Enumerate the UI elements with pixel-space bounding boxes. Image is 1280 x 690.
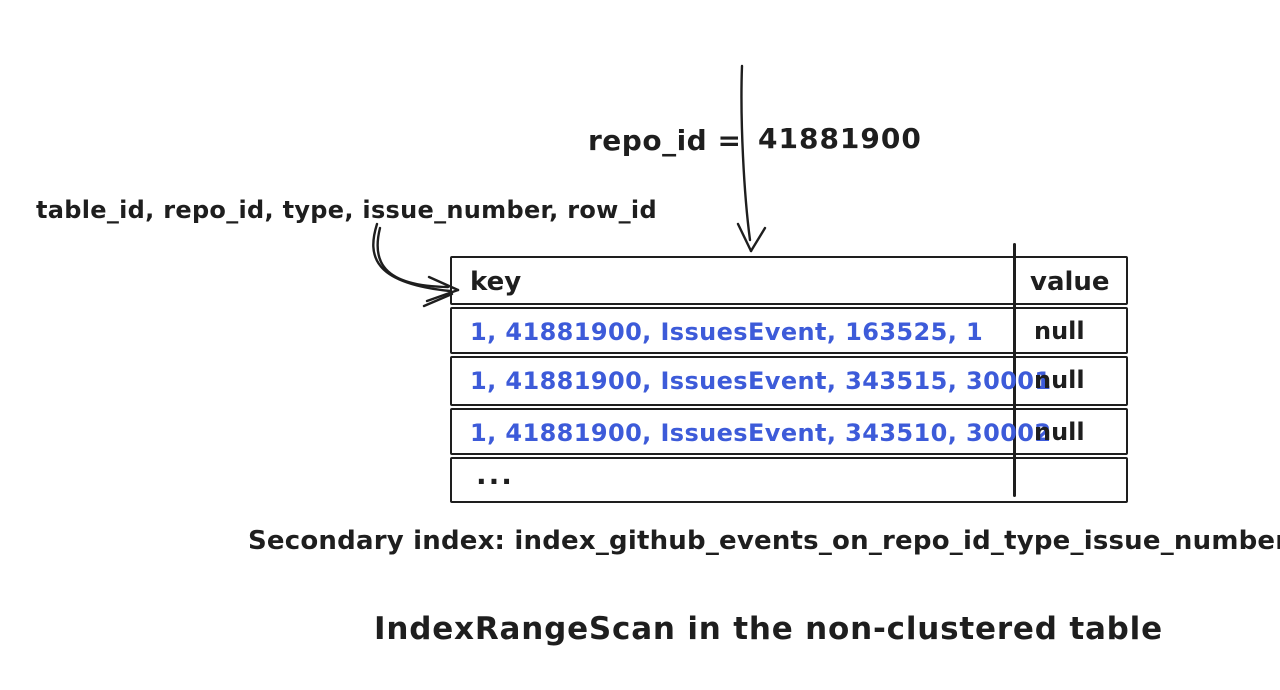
- table-header-row: [450, 256, 1128, 305]
- table-cell-value: null: [1034, 418, 1085, 446]
- curved-arrow-icon: [372, 222, 460, 308]
- table-row: [450, 356, 1128, 406]
- table-row: [450, 408, 1128, 455]
- table-row: [450, 457, 1128, 503]
- filter-annotation-rhs: 41881900: [758, 122, 922, 155]
- key-columns-annotation: table_id, repo_id, type, issue_number, r…: [36, 196, 657, 224]
- filter-annotation-lhs: repo_id =: [588, 124, 742, 157]
- diagram-title: IndexRangeScan in the non-clustered tabl…: [374, 611, 1163, 647]
- table-cell-key: 1, 41881900, IssuesEvent, 343510, 30002: [470, 419, 1052, 447]
- table-cell-value: null: [1034, 317, 1085, 345]
- column-header-key: key: [470, 267, 522, 297]
- table-cell-key: 1, 41881900, IssuesEvent, 343515, 30001: [470, 367, 1052, 395]
- secondary-index-caption: Secondary index: index_github_events_on_…: [248, 526, 1280, 556]
- table-cell-key: 1, 41881900, IssuesEvent, 163525, 1: [470, 318, 984, 346]
- down-arrow-icon: [736, 64, 767, 253]
- table-cell-value: null: [1034, 366, 1085, 394]
- table-ellipsis-row: ...: [476, 458, 514, 491]
- column-header-value: value: [1030, 267, 1110, 297]
- table-row: [450, 307, 1128, 354]
- key-value-column-divider: [1013, 243, 1016, 497]
